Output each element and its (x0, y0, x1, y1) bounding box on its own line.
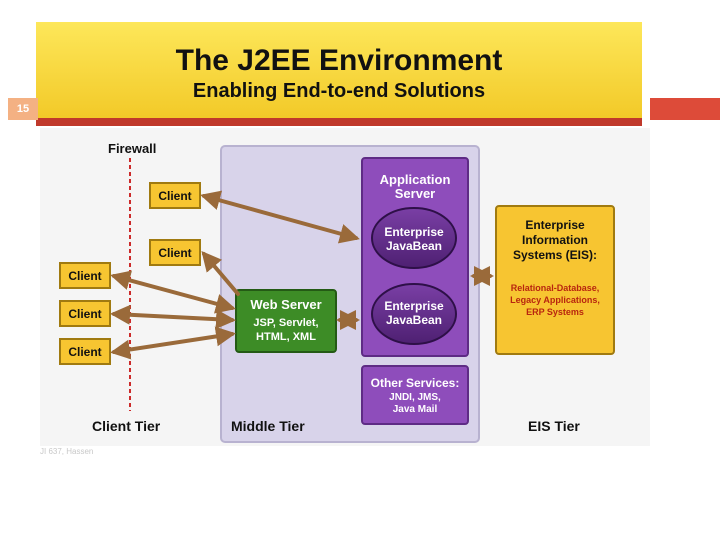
other-services-title: Other Services: (371, 376, 460, 390)
slide-number: 15 (8, 98, 38, 120)
arrow-client3-web (110, 270, 236, 314)
ejb-1-label-1: Enterprise (384, 225, 444, 239)
connection-arrows (110, 190, 494, 360)
arrow-client1-ejb (200, 190, 360, 244)
slide-footer: JI 637, Hassen (40, 447, 94, 456)
web-server-line-2: HTML, XML (256, 331, 316, 343)
client-box-1: Client (149, 182, 201, 209)
eis-detail-3: ERP Systems (526, 307, 584, 317)
web-server-line-1: JSP, Servlet, (253, 317, 318, 329)
eis-line-3: Systems (EIS): (513, 248, 597, 262)
eis-line-2: Information (522, 233, 588, 247)
eis-box (495, 205, 615, 355)
client-label-1: Client (158, 189, 191, 203)
client-box-4: Client (59, 300, 111, 327)
app-server-label-2: Server (395, 186, 435, 201)
ejb-1-label-2: JavaBean (386, 239, 442, 253)
client-label-3: Client (68, 269, 101, 283)
j2ee-diagram: Firewall Application Server Enterprise J… (40, 128, 650, 446)
client-box-3: Client (59, 262, 111, 289)
client-tier-label: Client Tier (92, 418, 161, 434)
slide-left-edge (0, 0, 6, 540)
slide-title: The J2EE Environment (175, 44, 503, 77)
slide-subtitle: Enabling End-to-end Solutions (192, 80, 486, 102)
client-label-2: Client (158, 246, 191, 260)
ejb-2-label-1: Enterprise (384, 299, 444, 313)
other-services-line-1: JNDI, JMS, (389, 392, 441, 403)
other-services-line-2: Java Mail (393, 404, 438, 415)
client-label-5: Client (68, 345, 101, 359)
app-server-label-1: Application (380, 172, 451, 187)
eis-tier-label: EIS Tier (528, 418, 580, 434)
arrow-client5-web (110, 326, 236, 360)
other-services-box (361, 365, 469, 425)
right-accent-bar (650, 98, 720, 120)
eis-line-1: Enterprise (525, 218, 585, 232)
eis-detail-2: Legacy Applications, (510, 295, 600, 305)
client-box-5: Client (59, 338, 111, 365)
web-server-title: Web Server (250, 297, 321, 312)
ejb-1 (371, 207, 457, 269)
client-box-2: Client (149, 239, 201, 266)
client-label-4: Client (68, 307, 101, 321)
firewall-label: Firewall (108, 141, 156, 156)
title-underline (36, 118, 642, 126)
title-band: The J2EE Environment Enabling End-to-end… (36, 22, 642, 126)
arrow-client4-web (110, 304, 236, 330)
eis-detail-1: Relational-Database, (511, 283, 600, 293)
ejb-2-label-2: JavaBean (386, 313, 442, 327)
ejb-2 (371, 283, 457, 345)
middle-tier-label: Middle Tier (231, 418, 305, 434)
